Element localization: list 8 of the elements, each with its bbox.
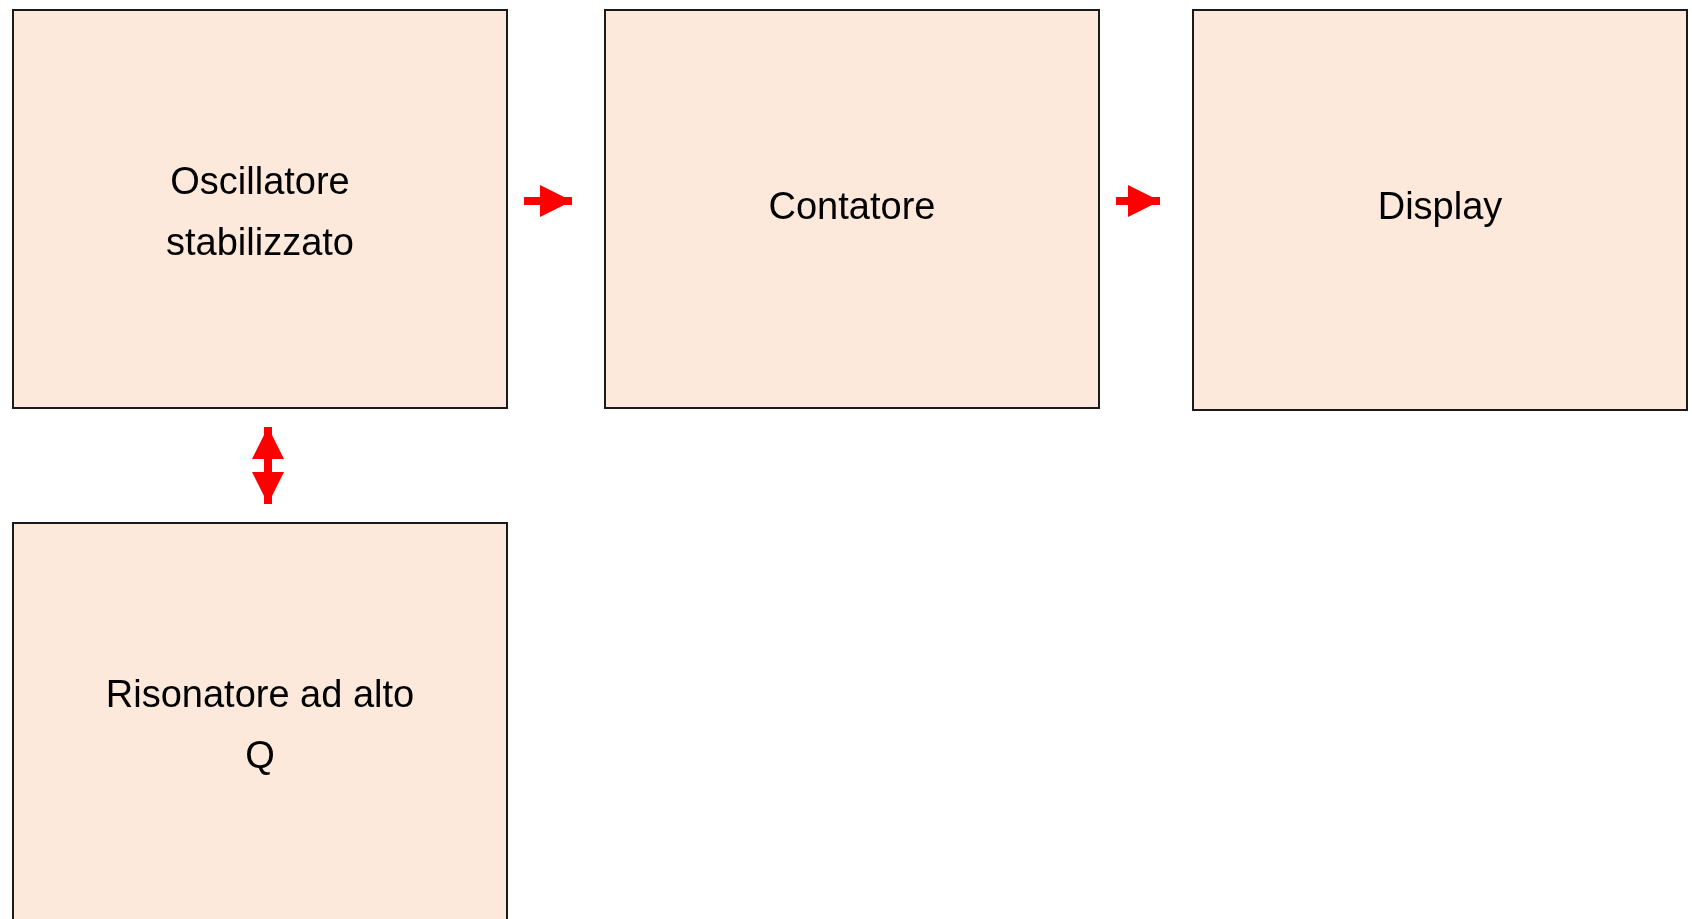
- process-box: [1192, 9, 1688, 411]
- process-box: [12, 9, 508, 409]
- process-box: [604, 9, 1100, 409]
- box-label: Risonatore ad alto Q: [104, 672, 416, 778]
- box-label: Contatore: [767, 184, 937, 229]
- box-label: Oscillatore stabilizzato: [165, 159, 355, 265]
- box-label: Display: [1376, 184, 1504, 229]
- process-box: [12, 522, 508, 919]
